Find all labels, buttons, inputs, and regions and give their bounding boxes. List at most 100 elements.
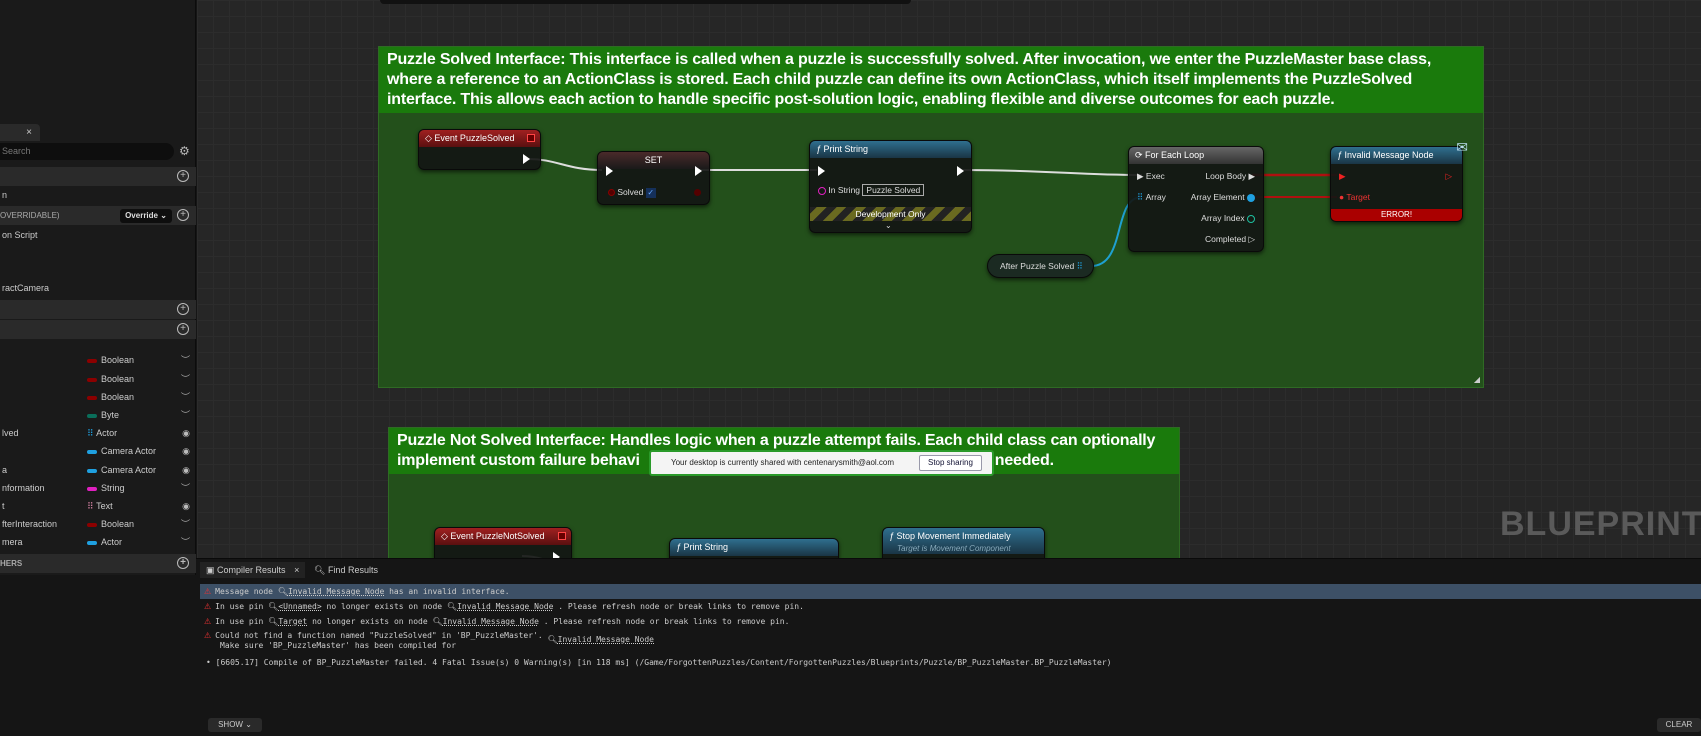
exec-out-pin[interactable] xyxy=(695,166,702,176)
checkbox-checked[interactable]: ✓ xyxy=(645,188,656,198)
function-item[interactable]: ractCamera xyxy=(2,283,50,293)
section-functions[interactable]: OVERRIDABLE) Override ⌄ + xyxy=(0,206,196,225)
node-link[interactable]: Invalid Message Node xyxy=(442,617,539,626)
node-link[interactable]: Invalid Message Node xyxy=(457,602,554,611)
variable-type[interactable]: Boolean xyxy=(87,370,134,388)
add-icon[interactable]: + xyxy=(177,170,189,182)
close-icon[interactable]: × xyxy=(294,565,300,575)
function-item[interactable]: on Script xyxy=(2,230,38,240)
add-icon[interactable]: + xyxy=(177,209,189,221)
eye-closed-icon[interactable]: ︶ xyxy=(180,483,190,493)
expand-chevron-icon[interactable]: ⌄ xyxy=(885,221,892,230)
completed-pin[interactable]: Completed ▷ xyxy=(1204,234,1255,244)
loop-body-pin[interactable]: Loop Body ▶ xyxy=(1205,171,1255,181)
in-string-value[interactable]: Puzzle Solved xyxy=(862,184,925,196)
delegate-pin[interactable] xyxy=(527,134,535,142)
for-each-loop-node[interactable]: ⟳ For Each Loop ▶ Exec ⠿ Array Loop Body… xyxy=(1128,146,1264,252)
clear-button[interactable]: CLEAR xyxy=(1657,718,1701,732)
eye-open-icon[interactable]: ◉ xyxy=(182,501,190,511)
variable-item[interactable]: mera Actor ︶ xyxy=(0,533,196,551)
solved-pin[interactable]: Solved ✓ xyxy=(608,187,656,198)
variable-type[interactable]: Byte xyxy=(87,406,119,424)
exec-out-pin[interactable] xyxy=(957,166,964,176)
exec-out-pin[interactable]: ▷ xyxy=(1445,171,1452,181)
comment-puzzle-solved[interactable]: Puzzle Solved Interface: This interface … xyxy=(378,46,1484,388)
gear-icon[interactable]: ⚙ xyxy=(179,144,190,158)
eye-closed-icon[interactable]: ︶ xyxy=(180,392,190,402)
offscreen-node[interactable] xyxy=(380,0,911,4)
print-string-node[interactable]: ƒ Print String In String Puzzle Solved D… xyxy=(809,140,972,233)
variable-type[interactable]: Boolean xyxy=(87,515,134,533)
variable-type[interactable]: Actor xyxy=(87,533,122,551)
variable-item[interactable]: Camera Actor ◉ xyxy=(0,442,196,460)
exec-in-pin[interactable] xyxy=(818,166,825,176)
pin-link[interactable]: <Unnamed> xyxy=(278,602,322,611)
eye-open-icon[interactable]: ◉ xyxy=(182,465,190,475)
variable-item[interactable]: Boolean ︶ xyxy=(0,388,196,406)
variable-item[interactable]: t ⠿ Text ◉ xyxy=(0,497,196,515)
eye-closed-icon[interactable]: ︶ xyxy=(180,519,190,529)
info-row[interactable]: • [6605.17] Compile of BP_PuzzleMaster f… xyxy=(206,658,1112,667)
variable-item[interactable]: Boolean ︶ xyxy=(0,370,196,388)
eye-closed-icon[interactable]: ︶ xyxy=(180,355,190,365)
tab-find-results[interactable]: 🔍︎ Find Results xyxy=(314,562,378,578)
variable-type[interactable]: Camera Actor xyxy=(87,442,156,460)
add-icon[interactable]: + xyxy=(177,323,189,335)
node-link[interactable]: Invalid Message Node xyxy=(287,587,385,596)
array-index-pin[interactable]: Array Index xyxy=(1201,213,1255,223)
variable-item[interactable]: lved ⠿ Actor ◉ xyxy=(0,424,196,442)
add-icon[interactable]: + xyxy=(177,303,189,315)
node-link[interactable]: Invalid Message Node xyxy=(557,635,654,644)
after-puzzle-solved-getter[interactable]: After Puzzle Solved ⠿ xyxy=(987,254,1094,278)
variable-type[interactable]: String xyxy=(87,479,125,497)
invalid-message-node[interactable]: ƒ Invalid Message Node ✉ ▶ ▷ ● Target ER… xyxy=(1330,139,1468,222)
message-row[interactable]: ⚠In use pin 🔍︎Target no longer exists on… xyxy=(204,617,790,626)
variable-item[interactable]: Boolean ︶ xyxy=(0,351,196,369)
bool-out-pin[interactable] xyxy=(694,189,701,196)
tab-compiler-results[interactable]: ▣ Compiler Results × xyxy=(200,562,306,578)
array-pin-icon[interactable]: ⠿ xyxy=(1076,261,1083,271)
eye-closed-icon[interactable]: ︶ xyxy=(180,537,190,547)
exec-pin[interactable]: ▶ Exec xyxy=(1137,171,1165,181)
eye-open-icon[interactable]: ◉ xyxy=(182,446,190,456)
exec-out-pin[interactable] xyxy=(523,154,530,164)
variable-item[interactable]: Byte ︶ xyxy=(0,406,196,424)
section-graphs[interactable]: + xyxy=(0,167,196,186)
variable-type[interactable]: Camera Actor xyxy=(87,461,156,479)
eye-open-icon[interactable]: ◉ xyxy=(182,428,190,438)
stop-sharing-button[interactable]: Stop sharing xyxy=(919,455,982,471)
exec-wire[interactable] xyxy=(961,169,1143,176)
message-row[interactable]: ⚠Message node 🔍︎Invalid Message Node has… xyxy=(204,587,510,596)
exec-out-pin[interactable] xyxy=(553,552,560,562)
exec-in-pin[interactable] xyxy=(606,166,613,176)
exec-in-pin[interactable]: ▶ xyxy=(1339,171,1346,181)
in-string-pin[interactable]: In String Puzzle Solved xyxy=(818,184,925,196)
pin-link[interactable]: Target xyxy=(278,617,308,626)
search-input[interactable]: Search xyxy=(0,143,174,160)
array-pin[interactable]: ⠿ Array xyxy=(1137,192,1166,202)
section-dispatchers[interactable]: HERS+ xyxy=(0,554,196,573)
add-icon[interactable]: + xyxy=(177,557,189,569)
variable-type[interactable]: Boolean xyxy=(87,388,134,406)
variable-item[interactable]: fterInteraction Boolean ︶ xyxy=(0,515,196,533)
eye-closed-icon[interactable]: ︶ xyxy=(180,374,190,384)
variable-type[interactable]: ⠿ Text xyxy=(87,501,113,511)
eye-closed-icon[interactable]: ︶ xyxy=(180,410,190,420)
event-puzzle-solved-node[interactable]: ◇ Event PuzzleSolved xyxy=(418,129,541,170)
panel-tab-close[interactable]: × xyxy=(0,124,40,141)
target-pin[interactable]: ● Target xyxy=(1339,192,1370,202)
variable-item[interactable]: nformation String ︶ xyxy=(0,479,196,497)
message-row[interactable]: ⚠In use pin 🔍︎<Unnamed> no longer exists… xyxy=(204,602,804,611)
override-dropdown[interactable]: Override ⌄ xyxy=(120,209,172,223)
variable-type[interactable]: Boolean xyxy=(87,351,134,369)
graph-item[interactable]: n xyxy=(2,190,8,200)
section-variables[interactable]: + xyxy=(0,320,196,339)
variable-item[interactable]: a Camera Actor ◉ xyxy=(0,461,196,479)
set-node[interactable]: SET Solved ✓ xyxy=(597,151,710,205)
section-macros[interactable]: + xyxy=(0,300,196,319)
resize-handle[interactable]: ◢ xyxy=(1473,375,1480,384)
delegate-pin[interactable] xyxy=(558,532,566,540)
show-button[interactable]: SHOW ⌄ xyxy=(208,718,262,732)
array-element-pin[interactable]: Array Element xyxy=(1191,192,1255,202)
message-row[interactable]: ⚠Could not find a function named "Puzzle… xyxy=(204,631,654,650)
